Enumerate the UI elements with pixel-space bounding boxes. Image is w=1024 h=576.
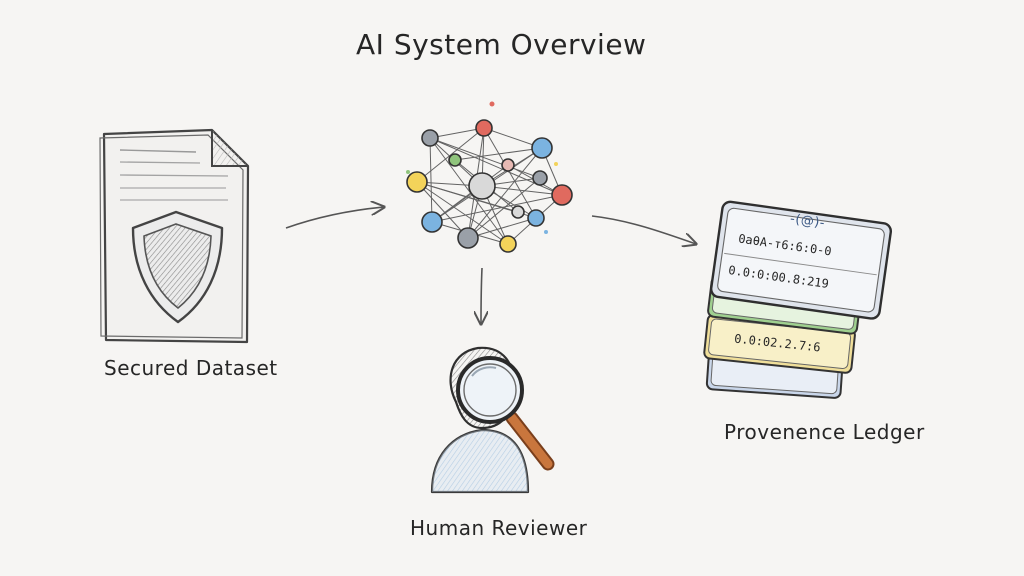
provenance-ledger-icon: [703, 200, 893, 399]
human-reviewer-icon: [430, 346, 555, 494]
secured-dataset-label: Secured Dataset: [104, 356, 278, 380]
human-reviewer-label: Human Reviewer: [410, 516, 588, 540]
arrow-network-to-reviewer: [481, 267, 482, 324]
ai-network-icon: [406, 101, 573, 253]
arrow-dataset-to-network: [285, 207, 384, 229]
shield-icon: [131, 210, 224, 324]
diagram-title: AI System Overview: [356, 28, 647, 61]
magnifier-icon: [456, 356, 555, 471]
provenance-ledger-label: Provenence Ledger: [724, 420, 925, 444]
arrow-network-to-ledger: [591, 215, 696, 244]
secured-dataset-icon: [99, 128, 250, 344]
